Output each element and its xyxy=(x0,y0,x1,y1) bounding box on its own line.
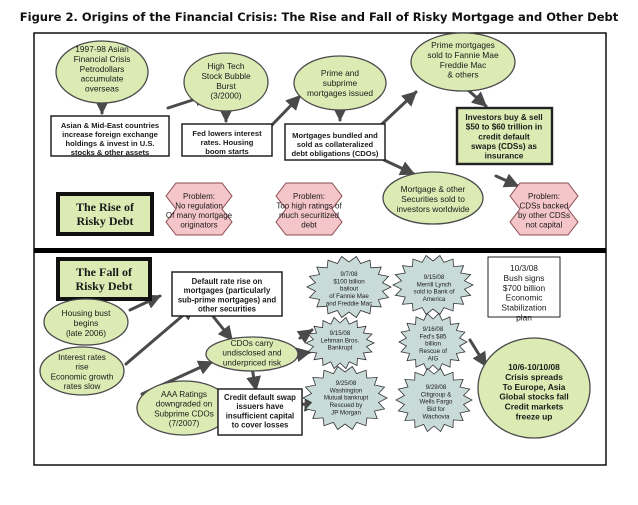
arrow xyxy=(246,366,261,392)
bush-box xyxy=(487,256,561,318)
section-divider xyxy=(34,248,606,253)
fed-lowers-box xyxy=(181,123,273,157)
lehman-starburst xyxy=(305,316,375,370)
rise-label-box xyxy=(56,192,154,236)
aig-starburst xyxy=(398,312,468,372)
cdos-carry-oval xyxy=(205,336,299,372)
interest-rise-oval xyxy=(39,346,125,396)
rise-section xyxy=(50,32,579,236)
wamu-starburst xyxy=(302,365,388,431)
problem-cds-badge xyxy=(509,182,579,236)
citigroup-starburst xyxy=(395,367,473,433)
arrow xyxy=(382,158,416,176)
arrow xyxy=(494,173,520,188)
hightech-oval xyxy=(183,52,269,112)
asian-mideast-box xyxy=(50,115,170,157)
prime-subprime-oval xyxy=(293,55,387,111)
figure-title: Figure 2. Origins of the Financial Crisi… xyxy=(19,10,619,24)
arrow xyxy=(210,313,234,342)
bundled-box xyxy=(284,123,386,161)
asian-crisis-oval xyxy=(55,40,149,104)
securities-sold-oval xyxy=(382,171,484,225)
merrill-starburst xyxy=(392,254,474,316)
arrow xyxy=(268,94,302,129)
investors-cds-text: Investors buy & sell$50 to $60 trillion … xyxy=(465,113,542,161)
problem-regulation-badge xyxy=(165,182,233,236)
arrow xyxy=(466,88,488,108)
bailout-starburst xyxy=(306,255,392,319)
arrow xyxy=(468,338,488,368)
fall-label-box xyxy=(56,257,152,301)
crisis-spreads-oval xyxy=(477,337,591,439)
investors-cds-box xyxy=(455,106,554,166)
default-rate-box xyxy=(171,271,283,317)
arrow xyxy=(296,328,314,344)
sold-fannie-oval xyxy=(410,32,516,92)
cds-issuers-box xyxy=(217,388,303,436)
problem-ratings-badge xyxy=(275,182,343,236)
arrow xyxy=(380,90,418,126)
housing-bust-oval xyxy=(43,298,129,346)
arrow xyxy=(128,294,162,312)
fall-section xyxy=(39,254,591,439)
